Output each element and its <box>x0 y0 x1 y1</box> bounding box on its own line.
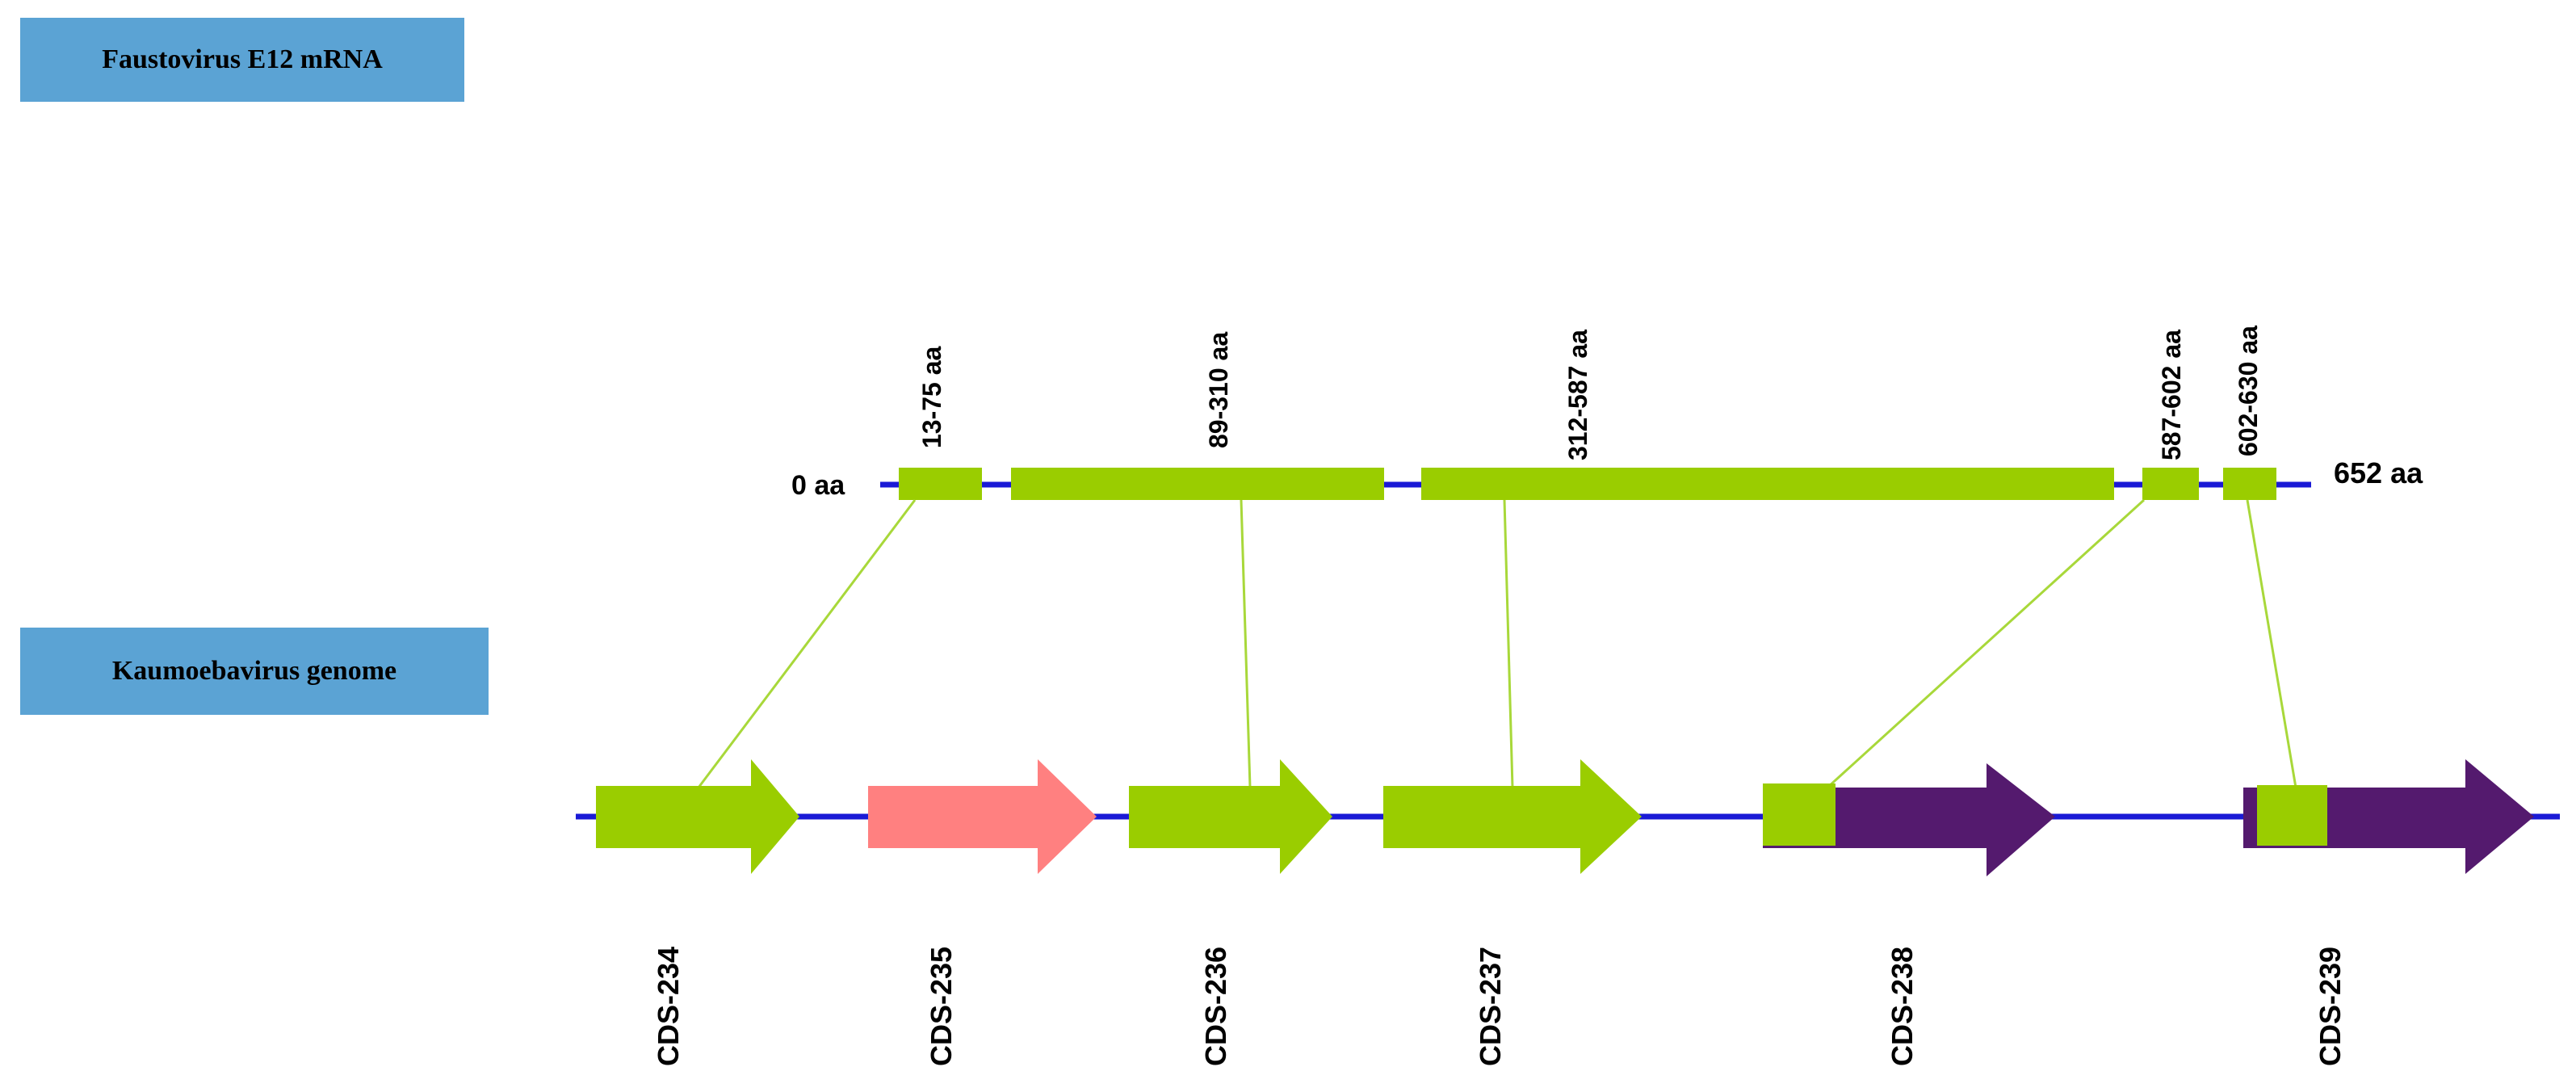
connector-312-587 <box>1503 499 1514 788</box>
segment-bar-602-630 <box>2223 468 2276 500</box>
segment-label-312-587: 312-587 aa <box>1563 330 1592 460</box>
cds-234-arrow <box>596 759 799 874</box>
cds-236-label: CDS-236 <box>1199 947 1232 1066</box>
segment-bar-312-587 <box>1421 468 2114 500</box>
cds-239-match-region <box>2257 785 2327 846</box>
cds-238-label: CDS-238 <box>1886 947 1919 1066</box>
cds-237-label: CDS-237 <box>1474 947 1507 1066</box>
segment-label-89-310: 89-310 aa <box>1204 332 1233 448</box>
genome-label: Kaumoebavirus genome <box>111 656 397 686</box>
axis-end-label: 652 aa <box>2334 456 2423 489</box>
connector-89-310 <box>1240 499 1252 788</box>
connector-13-75 <box>697 499 917 788</box>
cds-239-label: CDS-239 <box>2314 947 2347 1066</box>
connector-602-630 <box>2246 499 2297 788</box>
cds-235-label: CDS-235 <box>925 947 958 1066</box>
cds-238-match-region <box>1763 783 1836 846</box>
segment-bar-587-602 <box>2142 468 2199 500</box>
segment-bar-89-310 <box>1011 468 1384 500</box>
cds-237-arrow <box>1383 759 1642 874</box>
genome-label-box: Kaumoebavirus genome <box>20 628 489 715</box>
cds-238-arrow <box>1763 763 2055 876</box>
segment-bar-13-75 <box>899 468 982 500</box>
cds-234-label: CDS-234 <box>652 947 685 1066</box>
cds-236-arrow <box>1129 759 1332 874</box>
segment-label-13-75: 13-75 aa <box>917 346 946 448</box>
axis-start-label: 0 aa <box>791 470 845 501</box>
mrna-label: Faustovirus E12 mRNA <box>102 44 383 74</box>
segment-label-587-602: 587-602 aa <box>2157 330 2186 460</box>
cds-235-arrow <box>868 759 1097 874</box>
connector-587-602 <box>1826 498 2146 789</box>
segment-label-602-630: 602-630 aa <box>2234 326 2263 456</box>
mrna-label-box: Faustovirus E12 mRNA <box>20 18 464 102</box>
